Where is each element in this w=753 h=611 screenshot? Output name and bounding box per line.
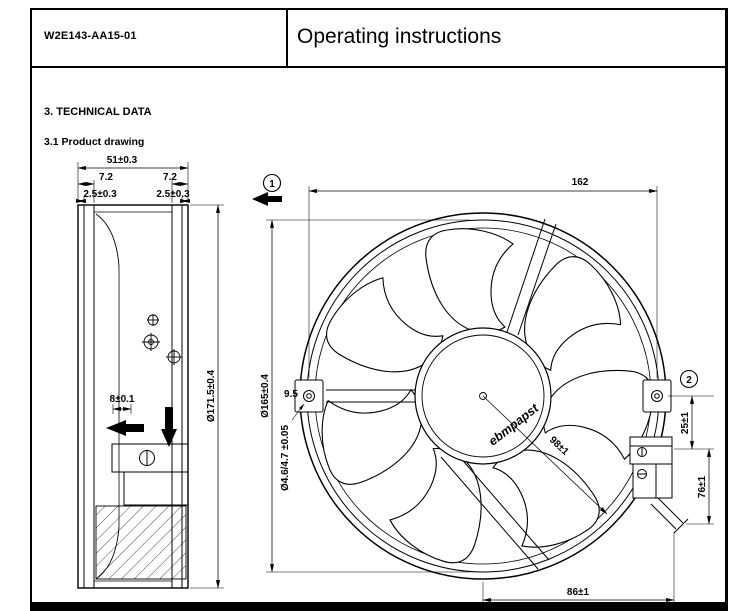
front-view: ebmpapst bbox=[294, 212, 689, 580]
subsection-heading: 3.1 Product drawing bbox=[44, 136, 145, 148]
dim-inner-diameter: Ø165±0.4 bbox=[260, 374, 271, 418]
dim-terminal-height: 76±1 bbox=[697, 475, 708, 498]
dim-hole-spacing: 162 bbox=[572, 177, 589, 188]
callout-1-circle bbox=[262, 173, 282, 193]
hub-center bbox=[479, 392, 487, 400]
page-border-left bbox=[30, 8, 32, 611]
side-view-screws bbox=[142, 314, 182, 365]
page-title: Operating instructions bbox=[297, 25, 502, 48]
dim-terminal-offset: 25±1 bbox=[680, 411, 691, 434]
page-bottom-bar bbox=[30, 602, 728, 611]
dim-bracket-width: 9.5 bbox=[284, 389, 298, 400]
header-divider bbox=[286, 8, 288, 66]
airflow-arrow-icon bbox=[106, 420, 144, 436]
dim-hole-diameter: Ø4.6/4.7 ±0.05 bbox=[280, 425, 291, 492]
section-hatch bbox=[95, 505, 187, 580]
callout-2-circle bbox=[679, 369, 699, 389]
cable bbox=[657, 497, 684, 524]
dim-impeller-radius: 98±1 bbox=[547, 435, 571, 459]
page-border-right bbox=[725, 8, 728, 611]
callouts: 1 2 bbox=[252, 173, 699, 389]
terminal-box-front bbox=[629, 436, 689, 534]
header-rule bbox=[30, 66, 727, 68]
dim-flange-left: 7.2 bbox=[99, 172, 113, 183]
airflow-direction-icon bbox=[252, 192, 282, 206]
dim-lip-left: 2.5±0.3 bbox=[83, 189, 117, 200]
side-view-dimensions: 51±0.3 7.2 7.2 2.5±0.3 2.5±0.3 Ø171.5±0.… bbox=[76, 155, 224, 589]
side-view bbox=[77, 204, 189, 589]
struts bbox=[326, 218, 557, 570]
section-heading: 3. TECHNICAL DATA bbox=[44, 106, 152, 118]
document-number: W2E143-AA15-01 bbox=[44, 30, 137, 42]
callout-2-label: 2 bbox=[686, 375, 692, 386]
dim-outer-diameter: Ø171.5±0.4 bbox=[206, 369, 217, 422]
dim-cable-offset: 86±1 bbox=[567, 587, 590, 598]
callout-1-label: 1 bbox=[269, 179, 275, 190]
page-border-top bbox=[30, 8, 727, 10]
rotation-arrow-icon bbox=[161, 407, 177, 447]
dim-depth: 51±0.3 bbox=[107, 155, 138, 166]
dim-hub-offset: 8±0.1 bbox=[110, 394, 135, 405]
terminal-box-side bbox=[95, 443, 189, 580]
dim-flange-right: 7.2 bbox=[163, 172, 177, 183]
hub-inner bbox=[421, 334, 545, 458]
dim-lip-right: 2.5±0.3 bbox=[156, 189, 190, 200]
